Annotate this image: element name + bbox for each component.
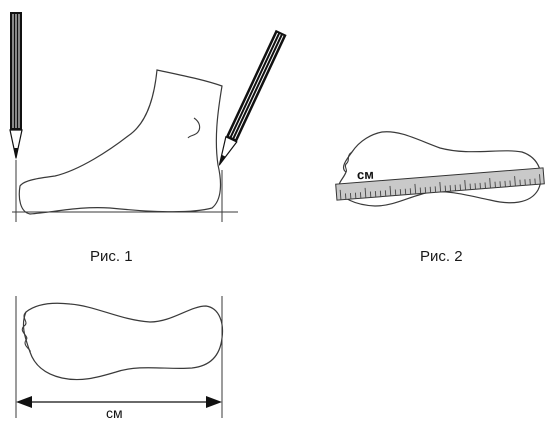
ruler-tick [364, 187, 367, 198]
figure-2 [335, 131, 545, 207]
ruler-tick [439, 181, 442, 193]
ruler-tick [489, 178, 491, 189]
ruler-tick [389, 185, 392, 196]
left-pencil-icon [9, 12, 23, 176]
figure-3 [15, 296, 224, 418]
ruler-icon [335, 167, 545, 201]
figure-1-caption: Рис. 1 [90, 248, 133, 265]
ruler-tick [414, 183, 417, 194]
toe-scallops-fig2 [344, 151, 353, 173]
ruler-tick [339, 189, 342, 200]
foot-sole-outline-fig3 [22, 302, 224, 381]
figure-1 [9, 12, 287, 222]
ruler-unit-label: см [356, 166, 375, 183]
toe-scallops-fig3 [21, 311, 31, 353]
ruler-tick [464, 180, 466, 191]
foot-side-outline [18, 69, 223, 215]
ruler-tick [539, 174, 541, 185]
figure-2-caption: Рис. 2 [420, 248, 463, 265]
length-unit-label: см [106, 405, 123, 421]
ankle-bone-outline [187, 117, 201, 139]
length-arrow-icon [16, 396, 222, 408]
ruler-tick [514, 176, 516, 187]
right-pencil-icon [218, 29, 287, 167]
